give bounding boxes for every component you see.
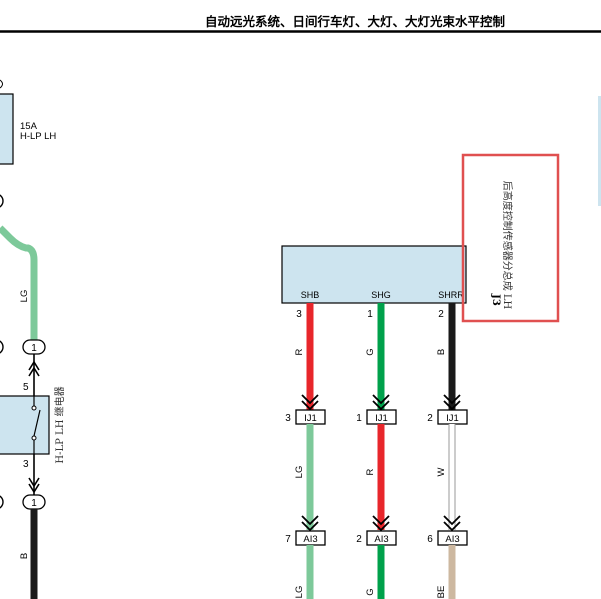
- col3-connector-1-label: IJ1: [446, 413, 459, 424]
- col3-arrow-1: [443, 394, 461, 411]
- sensor-pin-shg: SHG: [371, 290, 391, 300]
- bracket-mark: [0, 79, 3, 89]
- circuit-column-3: 2 B IJ1 2 W AI3 6 BE: [427, 303, 468, 599]
- col2-wire-3-label: G: [365, 588, 376, 595]
- fuse-name: H-LP LH: [20, 131, 56, 142]
- col3-wire-2-label: W: [436, 467, 447, 476]
- sensor-name: 后高度控制传感器分总成 LH: [501, 181, 514, 310]
- col2-wire-2-label: R: [365, 468, 376, 475]
- col2-arrow-1: [372, 394, 390, 411]
- col2-connector-2-label: AI3: [374, 534, 388, 545]
- col1-arrow-2: [301, 515, 319, 532]
- relay-pin-3: 3: [23, 459, 29, 470]
- col1-pin: 3: [296, 309, 302, 320]
- col2-pin: 1: [367, 309, 373, 320]
- col3-arrow-2: [443, 515, 461, 532]
- relay-box: [0, 395, 50, 455]
- sensor-pin-shrr: SHRR: [438, 290, 464, 300]
- sensor-pin-shb: SHB: [301, 290, 320, 300]
- arrow-up-upper: [28, 360, 40, 371]
- col3-wire-3-label: BE: [436, 586, 447, 599]
- wire-lg-label: LG: [19, 290, 30, 303]
- circuit-column-2: 1 G IJ1 1 R AI3 2 G: [356, 303, 397, 599]
- page-title: 自动远光系统、日间行车灯、大灯、大灯光束水平控制: [205, 14, 505, 29]
- sensor-box: [281, 245, 467, 304]
- col3-wire-1-label: B: [436, 349, 447, 355]
- junction-top: [0, 194, 4, 208]
- col3-pin: 2: [438, 309, 444, 320]
- col1-wire-2-label: LG: [294, 466, 305, 479]
- col1-connector-1-label: IJ1: [304, 413, 317, 424]
- col2-connector-2-pin: 2: [356, 534, 362, 545]
- circuit-column-1: 3 R IJ1 3 LG AI3 7 LG: [285, 303, 326, 599]
- arrow-down-upper: [28, 477, 40, 488]
- col2-connector-1-label: IJ1: [375, 413, 388, 424]
- col3-connector-2-label: AI3: [445, 534, 459, 545]
- sensor-assembly: SHB SHG SHRR: [281, 245, 467, 304]
- col3-connector-1-pin: 2: [427, 413, 433, 424]
- highlight-box: [461, 153, 560, 323]
- arrow-down-lower: [28, 483, 40, 494]
- col2-connector-1-pin: 1: [356, 413, 362, 424]
- col2-wire-1-label: G: [365, 348, 376, 355]
- col3-connector-2-pin: 6: [427, 534, 433, 545]
- junction-mid: [0, 340, 4, 354]
- col1-connector-2-pin: 7: [285, 534, 291, 545]
- junction-bottom: [0, 495, 4, 509]
- relay-contact-b: [31, 435, 37, 441]
- col1-connector-2-label: AI3: [303, 534, 317, 545]
- connector-lower-pin: 1: [31, 498, 37, 509]
- relay-contact-a: [31, 405, 37, 411]
- edge-bar: [598, 96, 601, 206]
- relay-label: H-LP LH 继电器: [53, 386, 66, 463]
- col1-wire-1-label: R: [294, 348, 305, 355]
- wire-lg-left: [0, 225, 38, 340]
- col1-connector-1-pin: 3: [285, 413, 291, 424]
- relay-switch: [33, 409, 41, 437]
- arrow-up-lower: [28, 366, 40, 377]
- left-circuit: 15A H-LP LH LG 1 5 H-LP LH 继电器 3: [0, 79, 66, 599]
- connector-upper-pin: 1: [31, 343, 37, 354]
- col1-wire-3-label: LG: [294, 586, 305, 599]
- col1-arrow-1: [301, 394, 319, 411]
- fuse-box: [0, 93, 14, 165]
- fuse-amperage: 15A: [20, 121, 38, 132]
- col2-arrow-2: [372, 515, 390, 532]
- relay-pin-5: 5: [23, 382, 29, 393]
- sensor-code: J3: [490, 293, 501, 306]
- wire-b-label: B: [19, 553, 30, 559]
